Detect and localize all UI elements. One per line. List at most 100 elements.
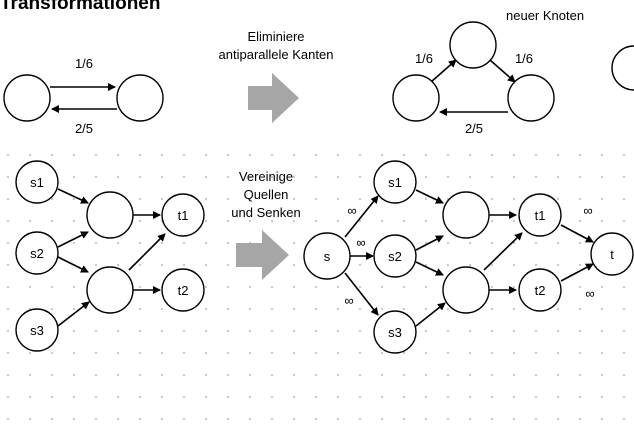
grid-dot [183, 242, 185, 244]
grid-dot [293, 352, 295, 354]
grid-dot [447, 264, 449, 266]
grid-dot [183, 176, 185, 178]
edge-arrow [128, 233, 166, 271]
grid-dot [227, 286, 229, 288]
grid-dot [161, 198, 163, 200]
grid-dot [117, 264, 119, 266]
grid-dot [381, 396, 383, 398]
grid-dot [491, 286, 493, 288]
grid-dot [227, 330, 229, 332]
node-label-t2: t2 [178, 283, 189, 298]
grid-dot [249, 286, 251, 288]
grid-dot [601, 374, 603, 376]
grid-dot [271, 330, 273, 332]
node-left [392, 74, 440, 122]
grid-dot [535, 330, 537, 332]
grid-dot [293, 176, 295, 178]
node-s3 [373, 310, 417, 354]
grid-dot [73, 242, 75, 244]
grid-dot [51, 374, 53, 376]
grid-dot [205, 352, 207, 354]
caption-bottom-line2: Quellen [244, 187, 289, 202]
node-label-s1: s1 [388, 175, 402, 190]
grid-dot [293, 198, 295, 200]
grid-dot [359, 352, 361, 354]
grid-dot [73, 330, 75, 332]
grid-dot [227, 396, 229, 398]
super-source-graph: s s1 s2 s3 t1 t2 t ∞ ∞ ∞ ∞ ∞ [303, 160, 634, 354]
node-partial-offscreen [611, 45, 634, 91]
node-label-s: s [324, 249, 331, 264]
grid-dot [513, 396, 515, 398]
edge-arrow [415, 302, 446, 327]
grid-dot [315, 308, 317, 310]
grid-dot [381, 352, 383, 354]
caption-top-line1: Eliminiere [247, 29, 304, 44]
grid-dot [359, 154, 361, 156]
antiparallel-graph: 1/6 2/5 [3, 56, 164, 136]
grid-dot [381, 418, 383, 420]
grid-dot [491, 374, 493, 376]
edge-arrow [57, 231, 89, 248]
grid-dot [315, 286, 317, 288]
node-s [303, 232, 351, 280]
transform-arrow-top: Eliminiere antiparallele Kanten [219, 29, 333, 123]
grid-dot [491, 242, 493, 244]
grid-dot [447, 176, 449, 178]
grid-dot [623, 418, 625, 420]
inf-label-s-s1: ∞ [347, 203, 356, 218]
grid-dot [447, 154, 449, 156]
grid-dot [403, 418, 405, 420]
grid-dot [293, 374, 295, 376]
grid-dot [513, 220, 515, 222]
grid-dot [579, 330, 581, 332]
grid-dot [293, 330, 295, 332]
grid-dot [337, 286, 339, 288]
node-s2 [373, 234, 417, 278]
grid-dot [205, 176, 207, 178]
grid-dot [7, 220, 9, 222]
grid-dot [535, 154, 537, 156]
grid-dot [73, 176, 75, 178]
grid-dot [271, 308, 273, 310]
grid-dot [513, 154, 515, 156]
grid-dot [513, 418, 515, 420]
grid-dot [359, 286, 361, 288]
grid-dot [227, 176, 229, 178]
grid-dot [535, 242, 537, 244]
grid-dot [315, 220, 317, 222]
node-label-t1: t1 [535, 208, 546, 223]
grid-dot [623, 308, 625, 310]
grid-dot [601, 220, 603, 222]
grid-dot [51, 154, 53, 156]
grid-dot [161, 176, 163, 178]
grid-dot [139, 352, 141, 354]
grid-dot [513, 308, 515, 310]
grid-dot [513, 352, 515, 354]
grid-dot [601, 418, 603, 420]
node-label-t1: t1 [178, 208, 189, 223]
grid-dot [469, 396, 471, 398]
grid-dot [51, 308, 53, 310]
grid-dot [117, 242, 119, 244]
grid-dot [359, 308, 361, 310]
grid-dot [579, 198, 581, 200]
grid-dot [557, 308, 559, 310]
grid-dot [425, 242, 427, 244]
grid-dot [205, 330, 207, 332]
grid-dot [381, 154, 383, 156]
grid-dot [623, 286, 625, 288]
node-label-t: t [610, 247, 614, 262]
grid-dot [227, 374, 229, 376]
grid-dot [7, 176, 9, 178]
grid-dot [403, 220, 405, 222]
grid-dot [161, 418, 163, 420]
grid-dot [7, 286, 9, 288]
edge-arrow [57, 301, 90, 327]
grid-dot [117, 374, 119, 376]
grid-dot [51, 396, 53, 398]
grid-dot [117, 418, 119, 420]
grid-dot [403, 374, 405, 376]
grid-dot [271, 176, 273, 178]
grid-dot [139, 418, 141, 420]
